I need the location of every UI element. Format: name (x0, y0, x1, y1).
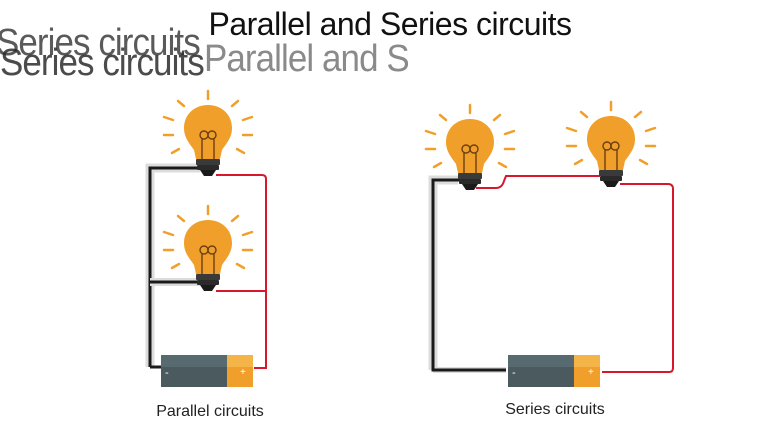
light-bulb-icon (565, 100, 657, 189)
ghost-title-overlay: Parallel and S (204, 38, 410, 80)
ghost-title-overlay: Series circuits (0, 42, 205, 84)
ghost-title-overlay: Series circuits (0, 22, 201, 64)
parallel-circuit: - + (145, 89, 267, 387)
diagram-title: Parallel and Series circuits (208, 6, 572, 42)
battery-plus-label: + (588, 367, 594, 378)
battery-icon (508, 355, 600, 387)
parallel-circuit-caption: Parallel circuits (156, 403, 264, 420)
light-bulb-icon (162, 89, 254, 178)
battery-minus-label: - (165, 367, 169, 379)
battery-plus-label: + (240, 367, 246, 378)
battery-minus-label: - (512, 367, 516, 379)
series-circuit-caption: Series circuits (505, 401, 605, 418)
series-circuit: - + (424, 100, 674, 387)
